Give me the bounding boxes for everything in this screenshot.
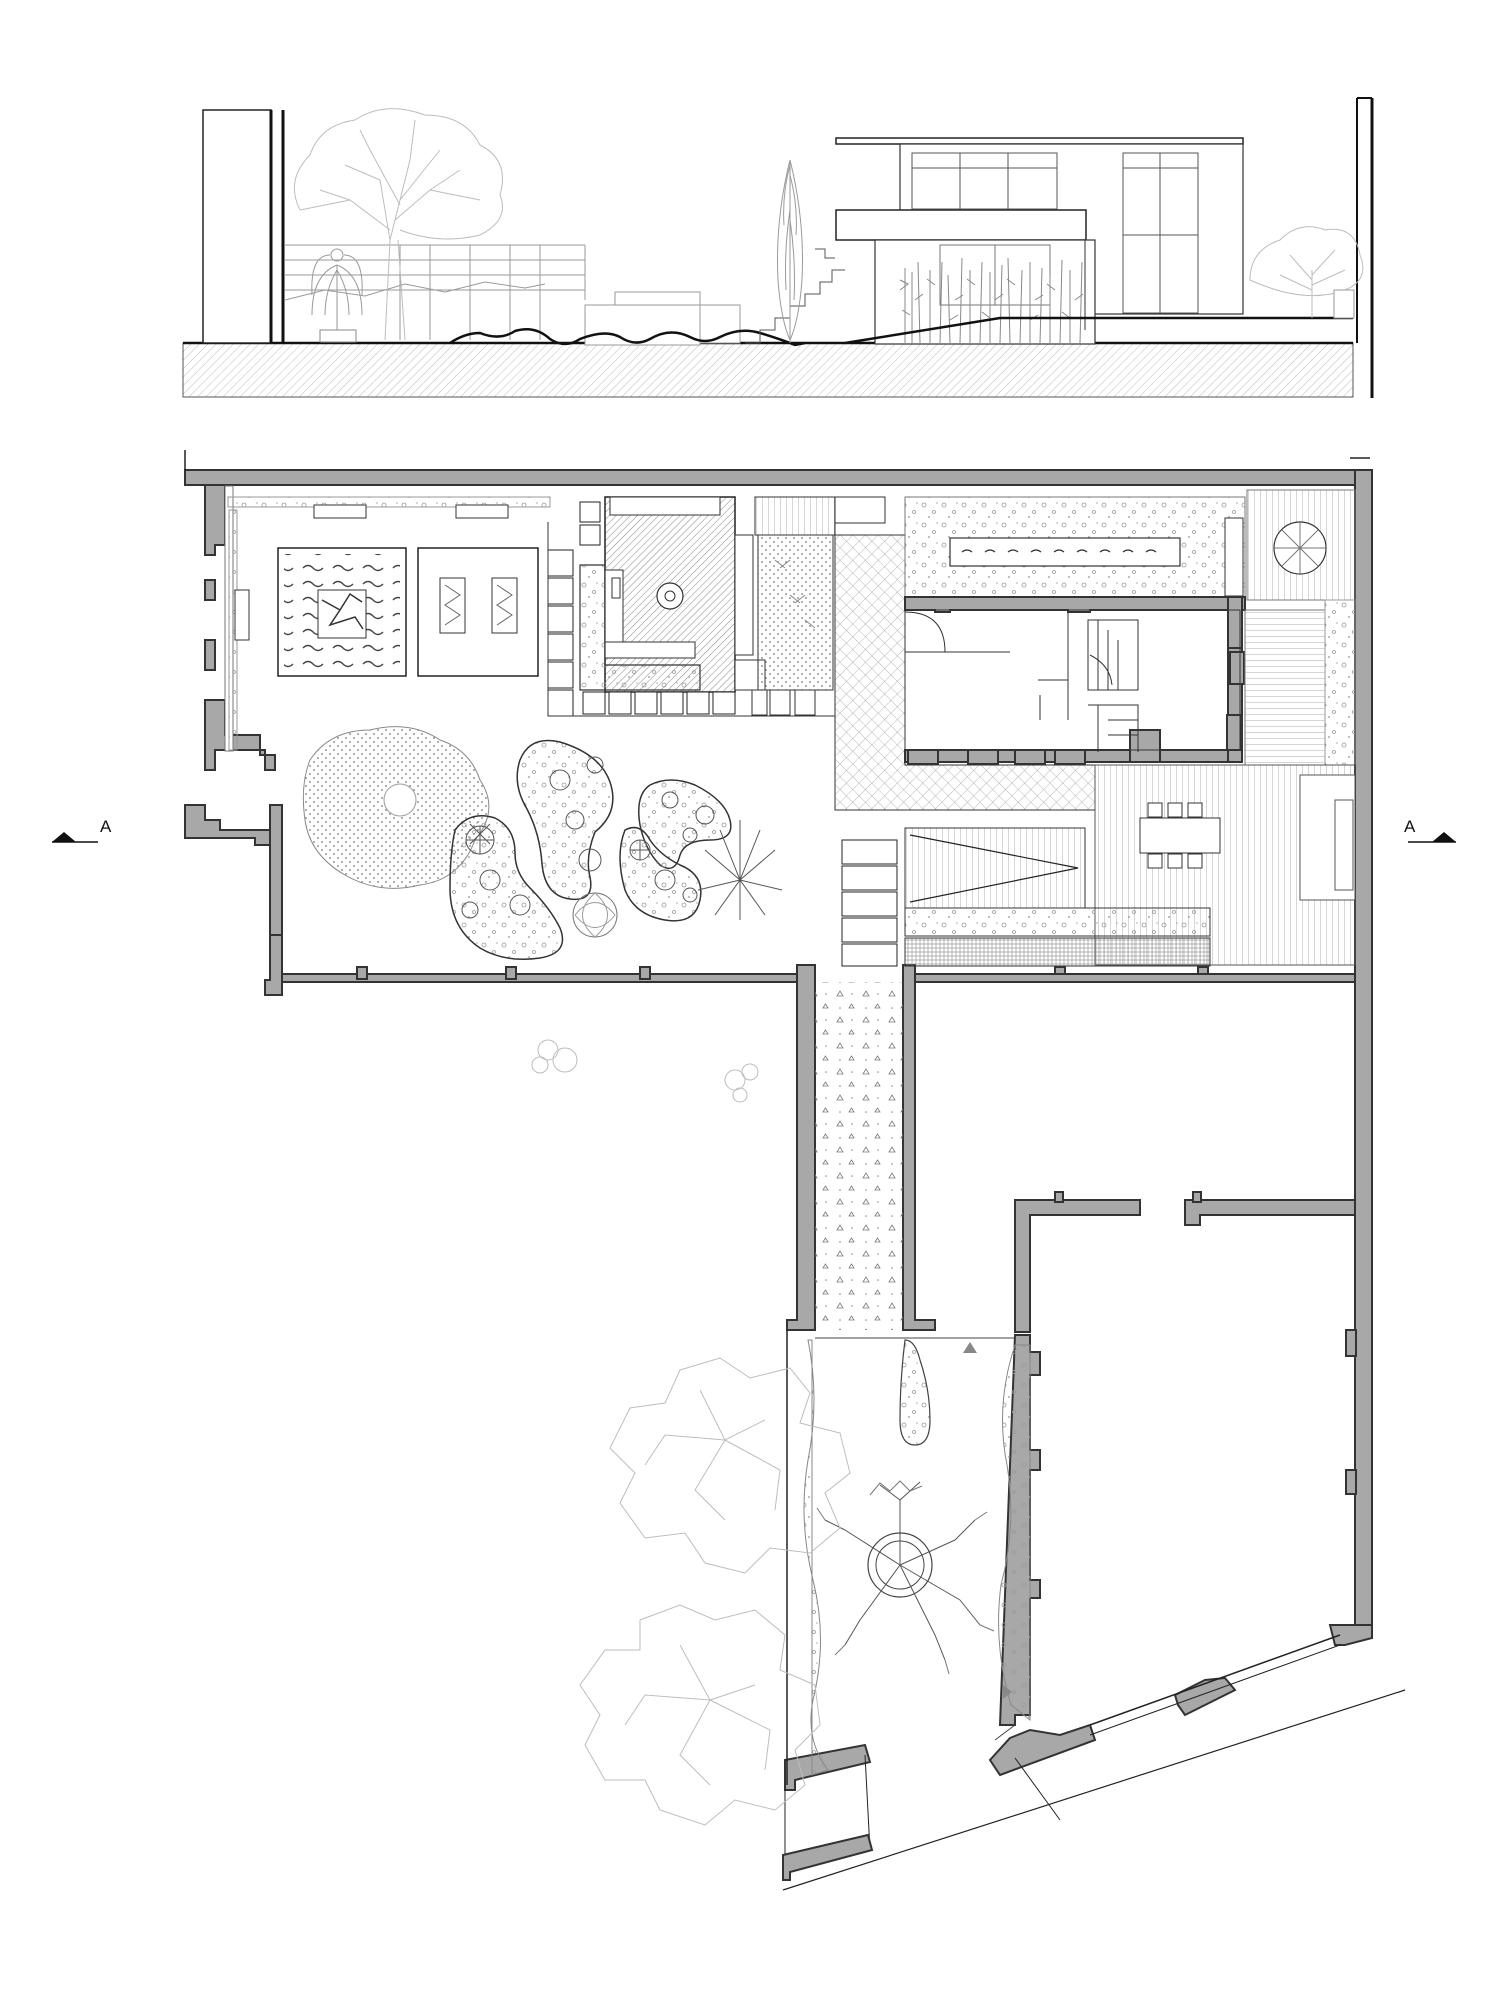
rug-left xyxy=(277,547,407,677)
round-tree xyxy=(816,1480,995,1675)
pergola xyxy=(284,244,586,340)
faint-shrubs xyxy=(531,1039,759,1103)
section-marker-left-label: A xyxy=(100,817,112,836)
section-marker-right-label: A xyxy=(1404,817,1416,836)
right-boundary-wall-plan xyxy=(1354,469,1373,1639)
courtyard xyxy=(547,496,1096,967)
section-elevation xyxy=(182,97,1374,398)
large-canopy-trees xyxy=(579,1357,851,1826)
lower-garden xyxy=(579,1339,1031,1881)
entry-marker-top xyxy=(963,1342,977,1353)
interior-stair xyxy=(1087,619,1139,752)
mesh-strip xyxy=(904,937,1211,967)
island-plants xyxy=(461,756,715,919)
corridor-wall-right xyxy=(902,964,936,1331)
hatched-stair-block xyxy=(751,496,886,716)
rug-right xyxy=(417,547,539,677)
entry-marker-side xyxy=(1003,1685,1012,1699)
steps-right xyxy=(815,248,835,259)
garden-shrubs xyxy=(572,820,783,938)
neighbour-building-walls xyxy=(988,1191,1373,1821)
ground-hatch xyxy=(182,342,1354,398)
lower-garden-walls xyxy=(782,1330,1406,1891)
site-plan: A A xyxy=(52,450,1456,1891)
garden-steps xyxy=(841,839,898,967)
paving-grid xyxy=(757,534,834,691)
left-boundary-wall xyxy=(202,109,272,344)
tree-elevation-right xyxy=(1249,226,1364,319)
ramp xyxy=(904,827,1086,909)
section-marker-left: A xyxy=(52,817,112,843)
corridor-gravel xyxy=(815,982,903,1330)
weeping-tree-elevation xyxy=(311,248,363,343)
low-planter-elevation xyxy=(584,291,741,346)
lounge-planter xyxy=(579,564,701,691)
garden-room xyxy=(227,496,783,960)
tree-elevation-left xyxy=(293,108,503,341)
dining-table xyxy=(1139,802,1221,869)
stepping-stones-col xyxy=(547,501,601,717)
corridor-wall-left xyxy=(786,964,816,1331)
cypress-elevation xyxy=(777,159,803,343)
pond-profile xyxy=(449,328,806,347)
top-boundary-wall xyxy=(184,469,1371,486)
stepping-stones-row xyxy=(582,691,736,715)
steps-left xyxy=(745,269,845,344)
house-elevation xyxy=(835,137,1244,345)
section-marker-right: A xyxy=(1404,817,1456,843)
house-plan xyxy=(904,489,1356,967)
sloped-ground xyxy=(844,316,1353,345)
